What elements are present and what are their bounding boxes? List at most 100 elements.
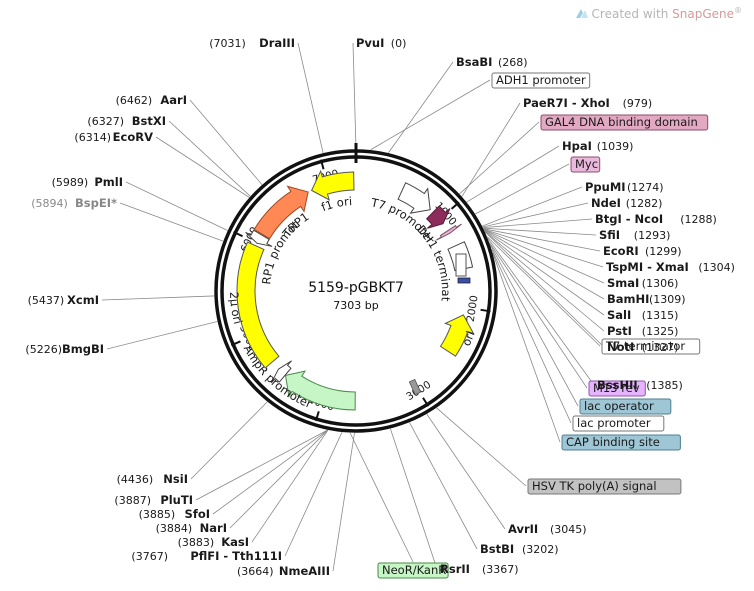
box-lac-promoter[interactable]: lac promoter [572,415,665,432]
feature-t7-promoter[interactable] [397,182,431,214]
site-ppumi[interactable]: PpuMI(1274) [585,180,664,194]
leader-line [483,228,601,252]
site-name: BsaBI [456,55,492,69]
site-avrii[interactable]: AvrII(3045) [508,522,587,536]
site-xcmi[interactable]: XcmI(5437) [28,293,99,307]
site-smai[interactable]: SmaI(1306) [607,276,678,290]
ruler-tick [480,308,491,313]
site-sali[interactable]: SalI(1315) [607,308,678,322]
leader-line [466,145,560,203]
site-position: (3885) [139,508,176,521]
leader-line [461,102,521,197]
leader-line [190,401,268,480]
site-name: SfiI [599,228,620,242]
site-ecori[interactable]: EcoRI(1299) [603,244,682,258]
site-pluti[interactable]: PluTI(3887) [114,493,193,507]
site-name: BstXI [132,114,166,128]
plasmid-center-label: 5159-pGBKT7 7303 bp [308,280,404,312]
site-bstbi[interactable]: BstBI(3202) [480,542,559,556]
ruler-tick [230,340,241,347]
site-paer7i-xhoi[interactable]: PaeR7I - XhoI(979) [523,96,652,110]
leader-line [436,407,527,487]
feature-ampr-promoter[interactable] [270,360,292,384]
leader-line [155,136,250,198]
box-frame [579,398,672,415]
site-pflfi-tth111i[interactable]: PflFI - Tth111I(3767) [131,549,282,563]
site-pvui[interactable]: PvuI(0) [356,36,406,50]
site-bsabi[interactable]: BsaBI(268) [456,55,528,69]
site-rsrii[interactable]: RsrII(3367) [440,562,519,576]
ruler-tick [422,397,430,407]
created-with-text: Created with [591,7,669,21]
site-draiii[interactable]: DraIII(7031) [209,36,295,50]
ruler-tick [314,411,320,422]
site-bstxi[interactable]: BstXI(6327) [87,114,166,128]
site-aari[interactable]: AarI(6462) [116,93,187,107]
feature-t7-terminator-mark[interactable] [455,253,467,277]
site-psti[interactable]: PstI(1325) [607,324,678,338]
site-ndei[interactable]: NdeI(1282) [591,196,662,210]
leader-line [426,413,506,530]
site-btgi-ncoi[interactable]: BtgI - NcoI(1288) [595,212,717,226]
feature-ori[interactable] [439,314,475,357]
site-position: (5226) [25,343,62,356]
feature-hsv-tk-polya-mark[interactable] [408,378,422,396]
leader-line [284,432,343,557]
feature-f1-ori[interactable] [310,169,355,201]
site-position: (1325) [642,325,679,338]
box-frame [601,338,701,355]
site-bmgbi[interactable]: BmgBI(5226) [25,342,104,356]
site-name: PaeR7I - XhoI [523,96,610,110]
site-bsshii[interactable]: BssHII(1385) [597,378,683,392]
box-frame [588,380,646,397]
site-tspmi-xmai[interactable]: TspMI - XmaI(1304) [606,260,735,274]
feature-2u-ori[interactable] [236,241,280,369]
box-neor-kanr[interactable]: NeoR/KanR [377,562,449,579]
box-adh1-promoter[interactable]: ADH1 promoter [491,72,591,89]
box-label: ADH1 promoter [496,73,586,87]
snapgene-branding: Created with SnapGene® [575,6,742,21]
site-nari[interactable]: NarI(3884) [156,521,227,535]
site-pmli[interactable]: PmlI(5989) [52,175,123,189]
feature-trp1-promoter[interactable] [245,229,273,247]
registered-mark: ® [734,6,742,15]
feature-trp1[interactable] [253,185,309,240]
box-cap-binding-site[interactable]: CAP binding site [561,434,681,451]
site-ecorv[interactable]: EcoRV(6314) [74,130,153,144]
box-label: Myc [575,157,598,171]
leader-line [491,249,572,424]
site-nsii[interactable]: NsiI(4436) [117,472,188,486]
site-bamhi[interactable]: BamHI(1309) [607,292,686,306]
feature-myc[interactable] [435,223,462,241]
site-name: NdeI [591,196,621,210]
box-hsv-tk-poly-a-signal[interactable]: HSV TK poly(A) signal [527,478,682,495]
site-position: (1299) [645,245,682,258]
site-hpai[interactable]: HpaI(1039) [562,139,633,153]
site-sfoi[interactable]: SfoI(3885) [139,507,210,521]
site-kasi[interactable]: KasI(3883) [178,535,249,549]
site-name: SalI [607,308,631,322]
feature-gal4-dbd[interactable] [425,205,451,229]
feature-mcs-mark[interactable] [457,277,471,284]
leader-line [332,432,355,572]
box-lac-operator[interactable]: lac operator [579,398,672,415]
box-frame [527,478,682,495]
box-m13-rev[interactable]: M13 rev [588,380,646,397]
site-name: PpuMI [585,180,626,194]
site-position: (3767) [131,550,168,563]
box-myc[interactable]: Myc [570,156,601,173]
site-name: KasI [221,535,249,549]
site-nmeaiii[interactable]: NmeAIII(3664) [237,564,330,578]
site-bspei[interactable]: BspEI*(5894) [31,196,117,210]
site-sfii[interactable]: SfiI(1293) [599,228,670,242]
plasmid-length: 7303 bp [333,299,378,312]
plasmid-name: 5159-pGBKT7 [308,280,404,296]
site-name: PmlI [94,175,123,189]
leader-lines [101,42,605,572]
box-gal4-dna-binding-domain[interactable]: GAL4 DNA binding domain [540,114,709,131]
site-noti[interactable]: NotI(1327) [607,340,678,354]
box-t7-terminator[interactable]: T7 terminator [601,338,701,355]
site-name: BamHI [607,292,649,306]
leader-line [101,295,215,301]
